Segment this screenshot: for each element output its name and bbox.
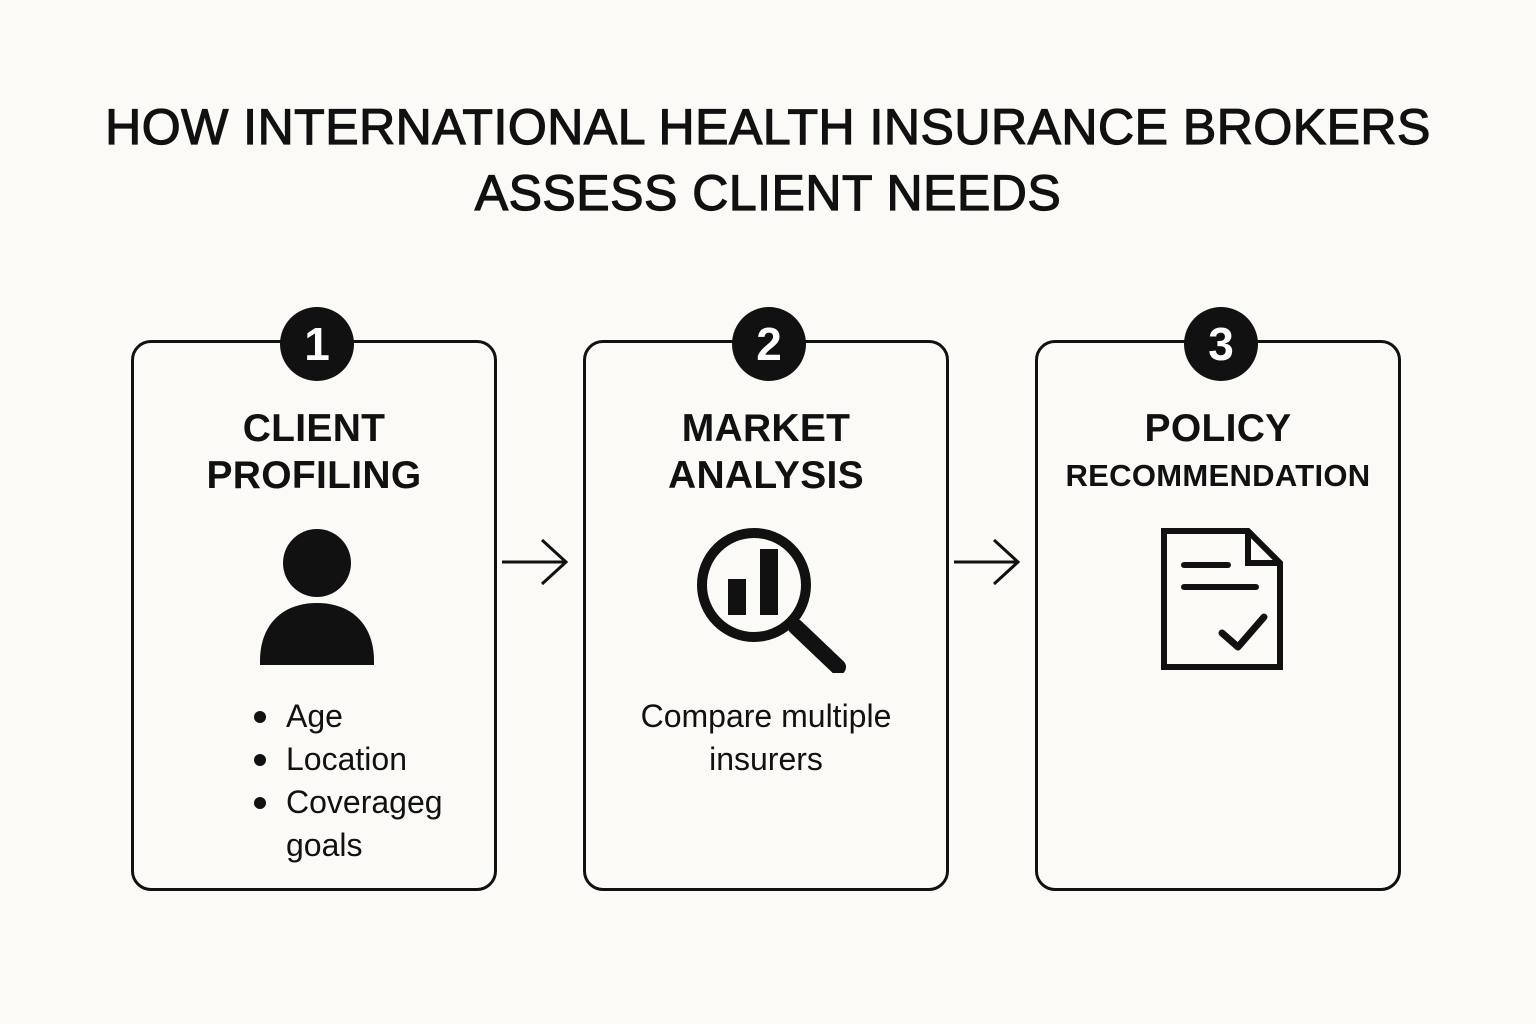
magnifier-chart-icon	[697, 528, 846, 673]
person-icon	[260, 529, 374, 665]
step-card-client-profiling: 1 CLIENT PROFILING Age Location Coverage…	[131, 307, 497, 891]
list-item: Coverageg goals	[248, 781, 506, 867]
step-title: MARKET ANALYSIS	[586, 405, 946, 499]
step-description-line-1: Compare multiple	[640, 698, 892, 734]
arrow-right-icon	[954, 538, 1021, 586]
step-description: Compare multiple insurers	[586, 695, 946, 781]
step-title-line-2: ANALYSIS	[667, 454, 864, 497]
step-title-line-2: RECOMMENDATION	[1065, 458, 1371, 493]
step-title: CLIENT PROFILING	[134, 405, 494, 499]
step-title-line-1: MARKET	[681, 407, 851, 450]
step-number-badge: 2	[732, 307, 806, 381]
page-title-line-1: HOW INTERNATIONAL HEALTH INSURANCE BROKE…	[104, 98, 1431, 155]
step-number-badge: 3	[1184, 307, 1258, 381]
page-title-line-2: ASSESS CLIENT NEEDS	[474, 164, 1062, 221]
step-title-line-2: PROFILING	[206, 454, 422, 497]
step-title: POLICY RECOMMENDATION	[1038, 405, 1398, 499]
step-title-line-1: CLIENT	[242, 407, 386, 450]
step-card-policy-recommendation: 3 POLICY RECOMMENDATION	[1035, 307, 1401, 891]
arrow-right-icon	[502, 538, 569, 586]
document-check-icon	[1161, 528, 1283, 670]
step-number-badge: 1	[280, 307, 354, 381]
step-title-line-1: POLICY	[1144, 407, 1292, 450]
list-item: Age	[248, 695, 506, 738]
list-item: Location	[248, 738, 506, 781]
step-card-market-analysis: 2 MARKET ANALYSIS Compare multiple insur…	[583, 307, 949, 891]
client-profile-bullet-list: Age Location Coverageg goals	[248, 695, 506, 867]
page-title: HOW INTERNATIONAL HEALTH INSURANCE BROKE…	[0, 94, 1536, 226]
step-description-line-2: insurers	[709, 741, 823, 777]
